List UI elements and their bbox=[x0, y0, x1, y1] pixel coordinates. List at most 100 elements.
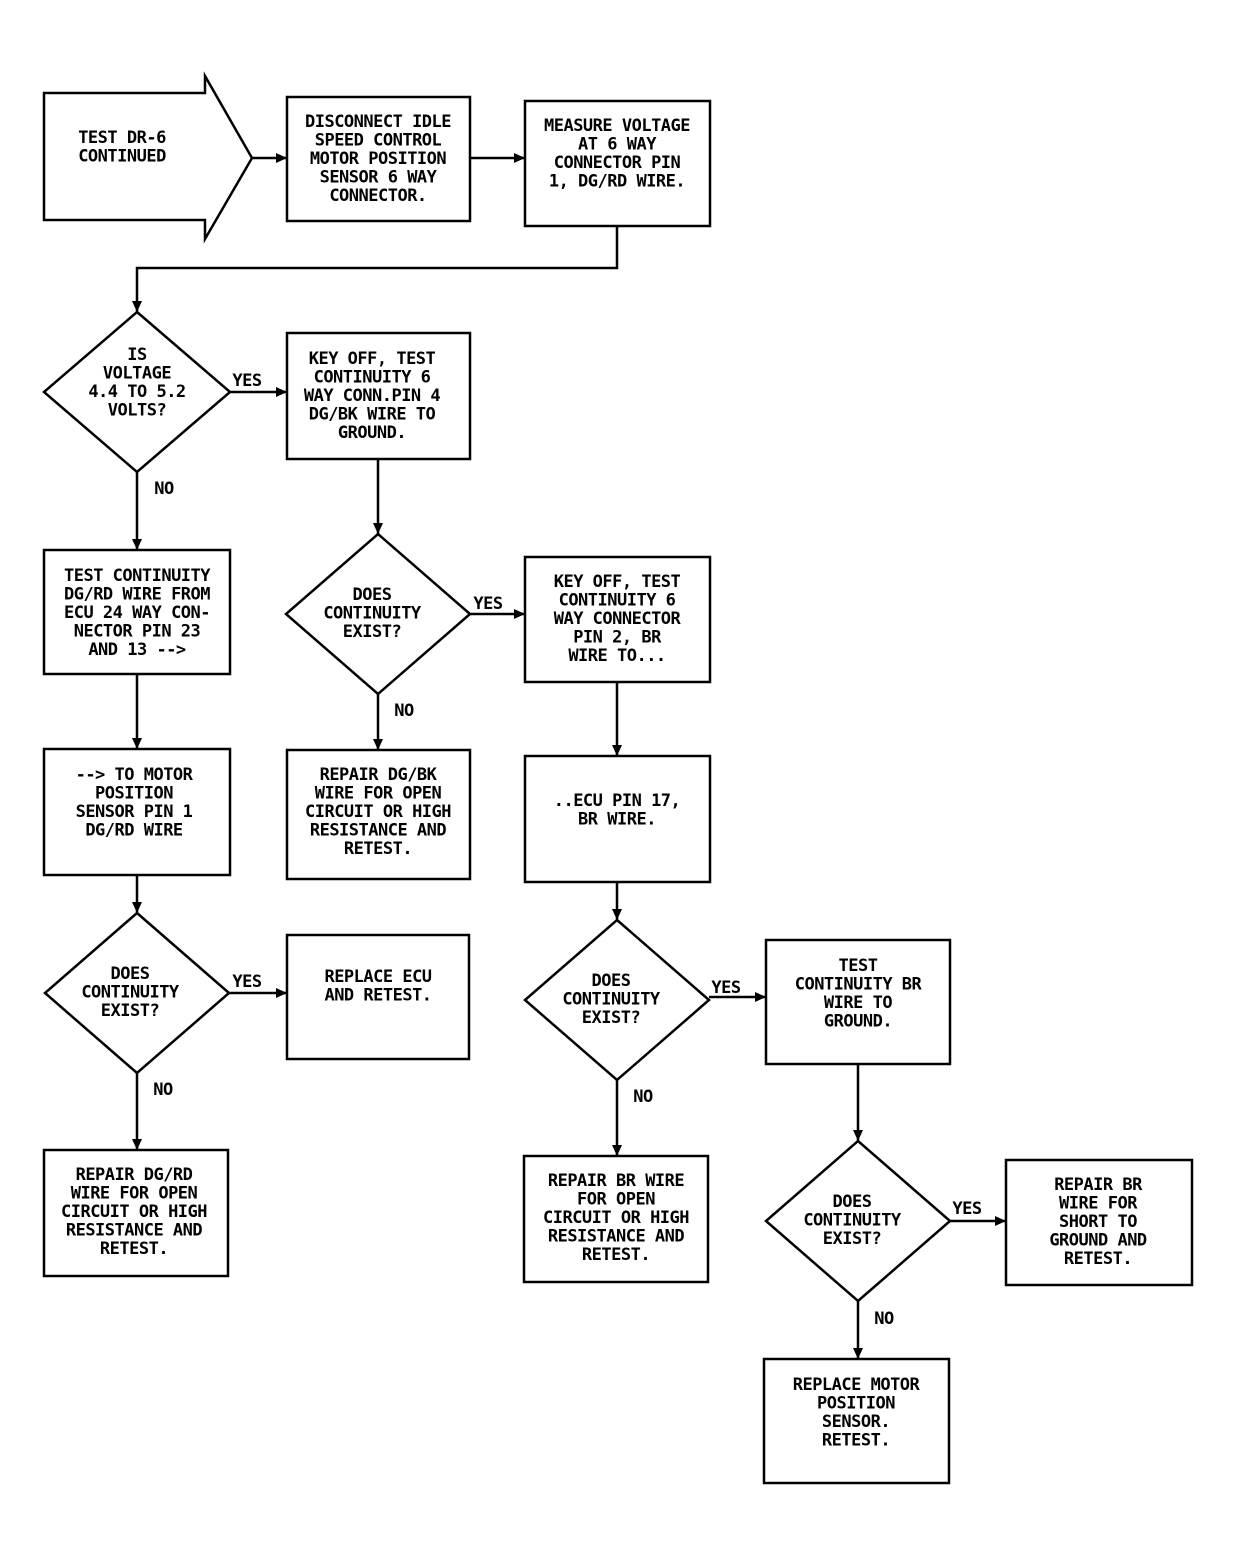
node-text-line: CONTINUITY bbox=[323, 604, 422, 624]
arrowhead bbox=[995, 1216, 1006, 1226]
arrowhead bbox=[276, 387, 287, 397]
node-text-line: WAY CONNECTOR bbox=[554, 609, 682, 629]
node-text-line: BR WIRE. bbox=[578, 810, 656, 830]
node-text-line: TEST CONTINUITY bbox=[64, 566, 211, 586]
node-text-line: VOLTAGE bbox=[103, 364, 171, 384]
node-text-line: POSITION bbox=[95, 784, 173, 804]
node-text-line: WAY CONN.PIN 4 bbox=[304, 386, 441, 406]
node-text-line: AND 13 --> bbox=[88, 640, 186, 660]
node-text-line: WIRE FOR OPEN bbox=[71, 1184, 198, 1204]
arrowhead bbox=[612, 909, 622, 920]
node-text-line: DG/BK WIRE TO bbox=[309, 405, 436, 425]
yes-label: YES bbox=[232, 972, 261, 992]
diamond-outline bbox=[43, 911, 231, 1075]
arrowhead bbox=[612, 1145, 622, 1156]
node-text-line: KEY OFF, TEST bbox=[554, 572, 681, 592]
node-text-line: DG/RD WIRE bbox=[85, 821, 183, 841]
node-text-line: CONTINUITY 6 bbox=[559, 591, 676, 611]
yes-label: YES bbox=[473, 594, 502, 614]
node-text-line: GROUND. bbox=[338, 423, 406, 443]
arrowhead bbox=[853, 1130, 863, 1141]
node-text-line: DOES bbox=[592, 971, 631, 991]
diamond-outline bbox=[42, 310, 232, 474]
diamond-outline bbox=[523, 918, 711, 1082]
yes-label: YES bbox=[232, 371, 261, 391]
node-text-line: VOLTS? bbox=[108, 401, 166, 421]
node-text-line: SPEED CONTROL bbox=[315, 131, 442, 151]
node-text-line: GROUND AND bbox=[1049, 1231, 1147, 1251]
node-text-line: MEASURE VOLTAGE bbox=[544, 116, 690, 136]
node-text-line: EXIST? bbox=[101, 1001, 159, 1021]
node-text-line: NECTOR PIN 23 bbox=[74, 622, 201, 642]
node-text-line: REPAIR BR bbox=[1054, 1175, 1143, 1195]
no-label: NO bbox=[874, 1309, 894, 1329]
node-text-line: CONTINUED bbox=[78, 147, 166, 167]
node-text-line: ECU 24 WAY CON- bbox=[64, 603, 210, 623]
node-text-line: WIRE TO bbox=[824, 993, 892, 1013]
box-outline bbox=[42, 1148, 230, 1278]
connector-line bbox=[135, 226, 619, 312]
node-text-line: PIN 2, BR bbox=[573, 628, 662, 648]
node-text-line: DOES bbox=[111, 964, 150, 984]
arrowhead bbox=[132, 902, 142, 913]
diamond-outline bbox=[764, 1139, 952, 1303]
node-text-line: REPLACE MOTOR bbox=[793, 1375, 921, 1395]
node-text-line: SHORT TO bbox=[1059, 1212, 1137, 1232]
node-text-line: RESISTANCE AND bbox=[548, 1227, 685, 1247]
box-outline bbox=[1004, 1158, 1194, 1287]
arrowhead bbox=[853, 1348, 863, 1359]
box-outline bbox=[285, 748, 472, 881]
node-text-line: REPAIR DG/RD bbox=[76, 1165, 193, 1185]
node-text-line: DISCONNECT IDLE bbox=[305, 112, 451, 132]
node-text-line: IS bbox=[127, 345, 147, 365]
node-text-line: TEST bbox=[839, 956, 878, 976]
node-text-line: RETEST. bbox=[100, 1239, 168, 1259]
node-text-line: GROUND. bbox=[824, 1012, 892, 1032]
node-text-line: SENSOR 6 WAY bbox=[320, 168, 438, 188]
yes-label: YES bbox=[711, 978, 740, 998]
yes-label: YES bbox=[952, 1199, 981, 1219]
node-text-line: RETEST. bbox=[822, 1431, 890, 1451]
node-text-line: KEY OFF, TEST bbox=[309, 349, 436, 369]
arrowhead bbox=[373, 739, 383, 750]
node-text-line: MOTOR POSITION bbox=[310, 149, 447, 169]
node-text-line: CONNECTOR. bbox=[329, 186, 426, 206]
no-label: NO bbox=[394, 701, 414, 721]
node-text-line: 4.4 TO 5.2 bbox=[88, 382, 185, 402]
arrowhead bbox=[755, 992, 766, 1002]
box-outline bbox=[42, 548, 232, 676]
arrowhead bbox=[276, 988, 287, 998]
node-text-line: EXIST? bbox=[343, 622, 401, 642]
box-outline bbox=[42, 747, 232, 877]
node-text-line: DOES bbox=[833, 1192, 872, 1212]
node-text-line: REPLACE ECU bbox=[324, 967, 431, 987]
node-text-line: CONTINUITY bbox=[81, 983, 180, 1003]
node-text-line: 1, DG/RD WIRE. bbox=[549, 172, 685, 192]
box-outline bbox=[523, 555, 712, 684]
arrowhead bbox=[132, 539, 142, 550]
arrowhead bbox=[132, 738, 142, 749]
no-label: NO bbox=[154, 479, 174, 499]
start-arrow-outline bbox=[42, 71, 254, 244]
node-text-line: WIRE FOR bbox=[1059, 1194, 1138, 1214]
node-text-line: RESISTANCE AND bbox=[66, 1221, 203, 1241]
node-text-line: --> TO MOTOR bbox=[76, 765, 194, 785]
node-text-line: RETEST. bbox=[344, 839, 412, 859]
diamond-outline bbox=[284, 532, 472, 696]
node-text-line: EXIST? bbox=[582, 1008, 640, 1028]
box-outline bbox=[764, 938, 952, 1066]
box-outline bbox=[522, 1154, 710, 1284]
node-text-line: ..ECU PIN 17, bbox=[554, 791, 681, 811]
node-text-line: DG/RD WIRE FROM bbox=[64, 585, 210, 605]
node-text-line: EXIST? bbox=[823, 1229, 881, 1249]
